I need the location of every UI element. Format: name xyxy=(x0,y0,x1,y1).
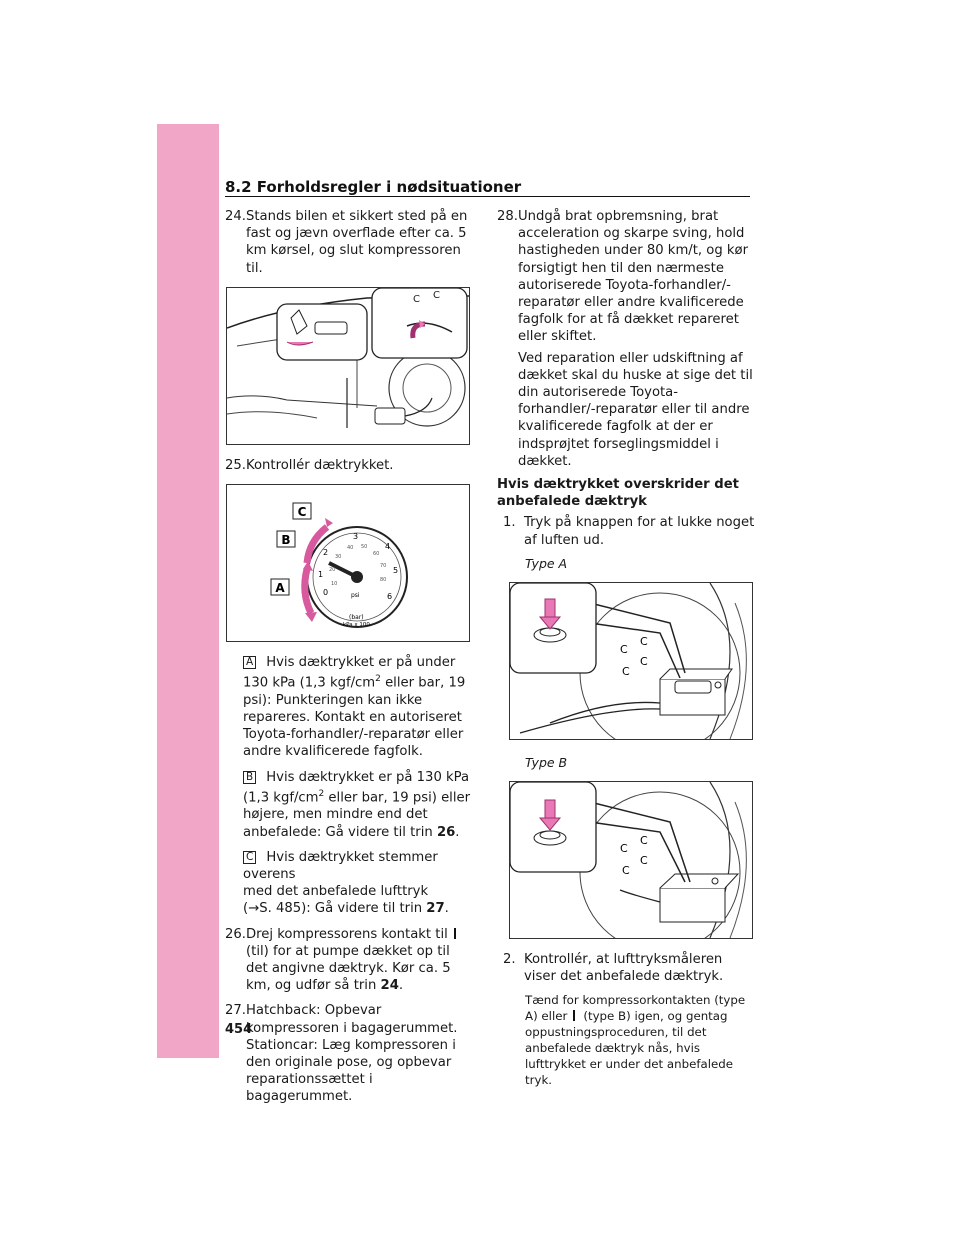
svg-text:C: C xyxy=(620,842,628,855)
svg-text:C: C xyxy=(622,665,630,678)
gauge-label-a: A xyxy=(275,581,285,595)
gauge-psi-60: 60 xyxy=(373,551,379,557)
gauge-psi-80: 80 xyxy=(380,577,386,583)
svg-text:C: C xyxy=(640,635,648,648)
gauge-tick-2: 2 xyxy=(323,548,328,557)
gauge-psi-30: 30 xyxy=(335,554,341,560)
step-26: 26. Drej kompressorens kontakt til(til) … xyxy=(225,926,475,995)
pressure-gauge-illustration: 0 1 2 3 4 5 6 10 20 30 40 50 60 70 80 ps… xyxy=(270,502,408,629)
gauge-label-c: C xyxy=(298,505,307,519)
compressor-connection-illustration: C C xyxy=(227,287,469,428)
step-27: 27. Hatchback: Opbevar kompressoren i ba… xyxy=(225,1003,458,1105)
gauge-tick-6: 6 xyxy=(387,592,392,601)
subheading-overpressure: Hvis dæktrykket overskrider det anbefale… xyxy=(497,477,739,510)
step-2: 2. Kontrollér, at lufttryksmåleren viser… xyxy=(503,952,724,985)
svg-text:C: C xyxy=(622,864,630,877)
gauge-tick-3: 3 xyxy=(353,532,358,541)
svg-text:C: C xyxy=(640,655,648,668)
gauge-psi-70: 70 xyxy=(380,563,386,569)
step-28: 28. Undgå brat opbremsning, brat acceler… xyxy=(497,209,749,345)
left-column: 24. Stands bilen et sikkert sted på en f… xyxy=(225,208,475,1114)
gauge-tick-4: 4 xyxy=(385,542,390,551)
gauge-unit-bar: (bar) xyxy=(349,614,364,621)
svg-text:C: C xyxy=(413,294,420,305)
svg-text:C: C xyxy=(640,854,648,867)
gauge-label-b: B xyxy=(281,533,290,547)
label-c-box: C xyxy=(243,850,257,864)
label-a-box: A xyxy=(243,656,257,670)
page-number: 454 xyxy=(225,1022,253,1037)
small-note: Tænd for kompressorkontakten (type A) el… xyxy=(525,992,746,1087)
gauge-tick-5: 5 xyxy=(393,566,398,575)
type-a-label: Type A xyxy=(525,555,568,571)
step-25: 25. Kontrollér dæktrykket. xyxy=(225,457,394,473)
label-b-box: B xyxy=(243,770,257,784)
gauge-unit-kpa: kPa x 100 xyxy=(343,622,370,628)
type-a-illustration: CC CC xyxy=(510,583,747,740)
chapter-sidebar-tab xyxy=(157,124,219,1058)
type-b-label: Type B xyxy=(525,755,568,771)
step-24: 24. Stands bilen et sikkert sted på en f… xyxy=(225,209,468,276)
gauge-psi-50: 50 xyxy=(361,544,367,550)
gauge-psi-40: 40 xyxy=(347,545,353,551)
type-b-illustration: CC CC xyxy=(510,782,747,939)
gauge-tick-1: 1 xyxy=(318,570,323,579)
section-header: 8.2 Forholdsregler i nødsituationer xyxy=(225,178,522,196)
svg-text:C: C xyxy=(640,834,648,847)
gauge-unit-psi: psi xyxy=(351,592,360,599)
svg-text:C: C xyxy=(433,290,440,301)
step-28-note: Ved reparation eller udskiftning af dækk… xyxy=(518,350,753,469)
gauge-psi-10: 10 xyxy=(331,581,337,587)
gauge-tick-0: 0 xyxy=(323,588,328,597)
header-rule xyxy=(225,196,750,197)
switch-on-symbol-icon xyxy=(453,927,456,939)
svg-text:C: C xyxy=(620,643,628,656)
switch-on-symbol-icon xyxy=(573,1009,576,1021)
gauge-psi-20: 20 xyxy=(329,567,335,573)
step-1: 1. Tryk på knappen for at lukke noget af… xyxy=(503,515,755,548)
figure-compressor-connection: C C xyxy=(226,286,470,445)
figure-pressure-gauge: 0 1 2 3 4 5 6 10 20 30 40 50 60 70 80 ps… xyxy=(226,484,470,643)
right-column: 28. Undgå brat opbremsning, brat acceler… xyxy=(497,208,755,1088)
